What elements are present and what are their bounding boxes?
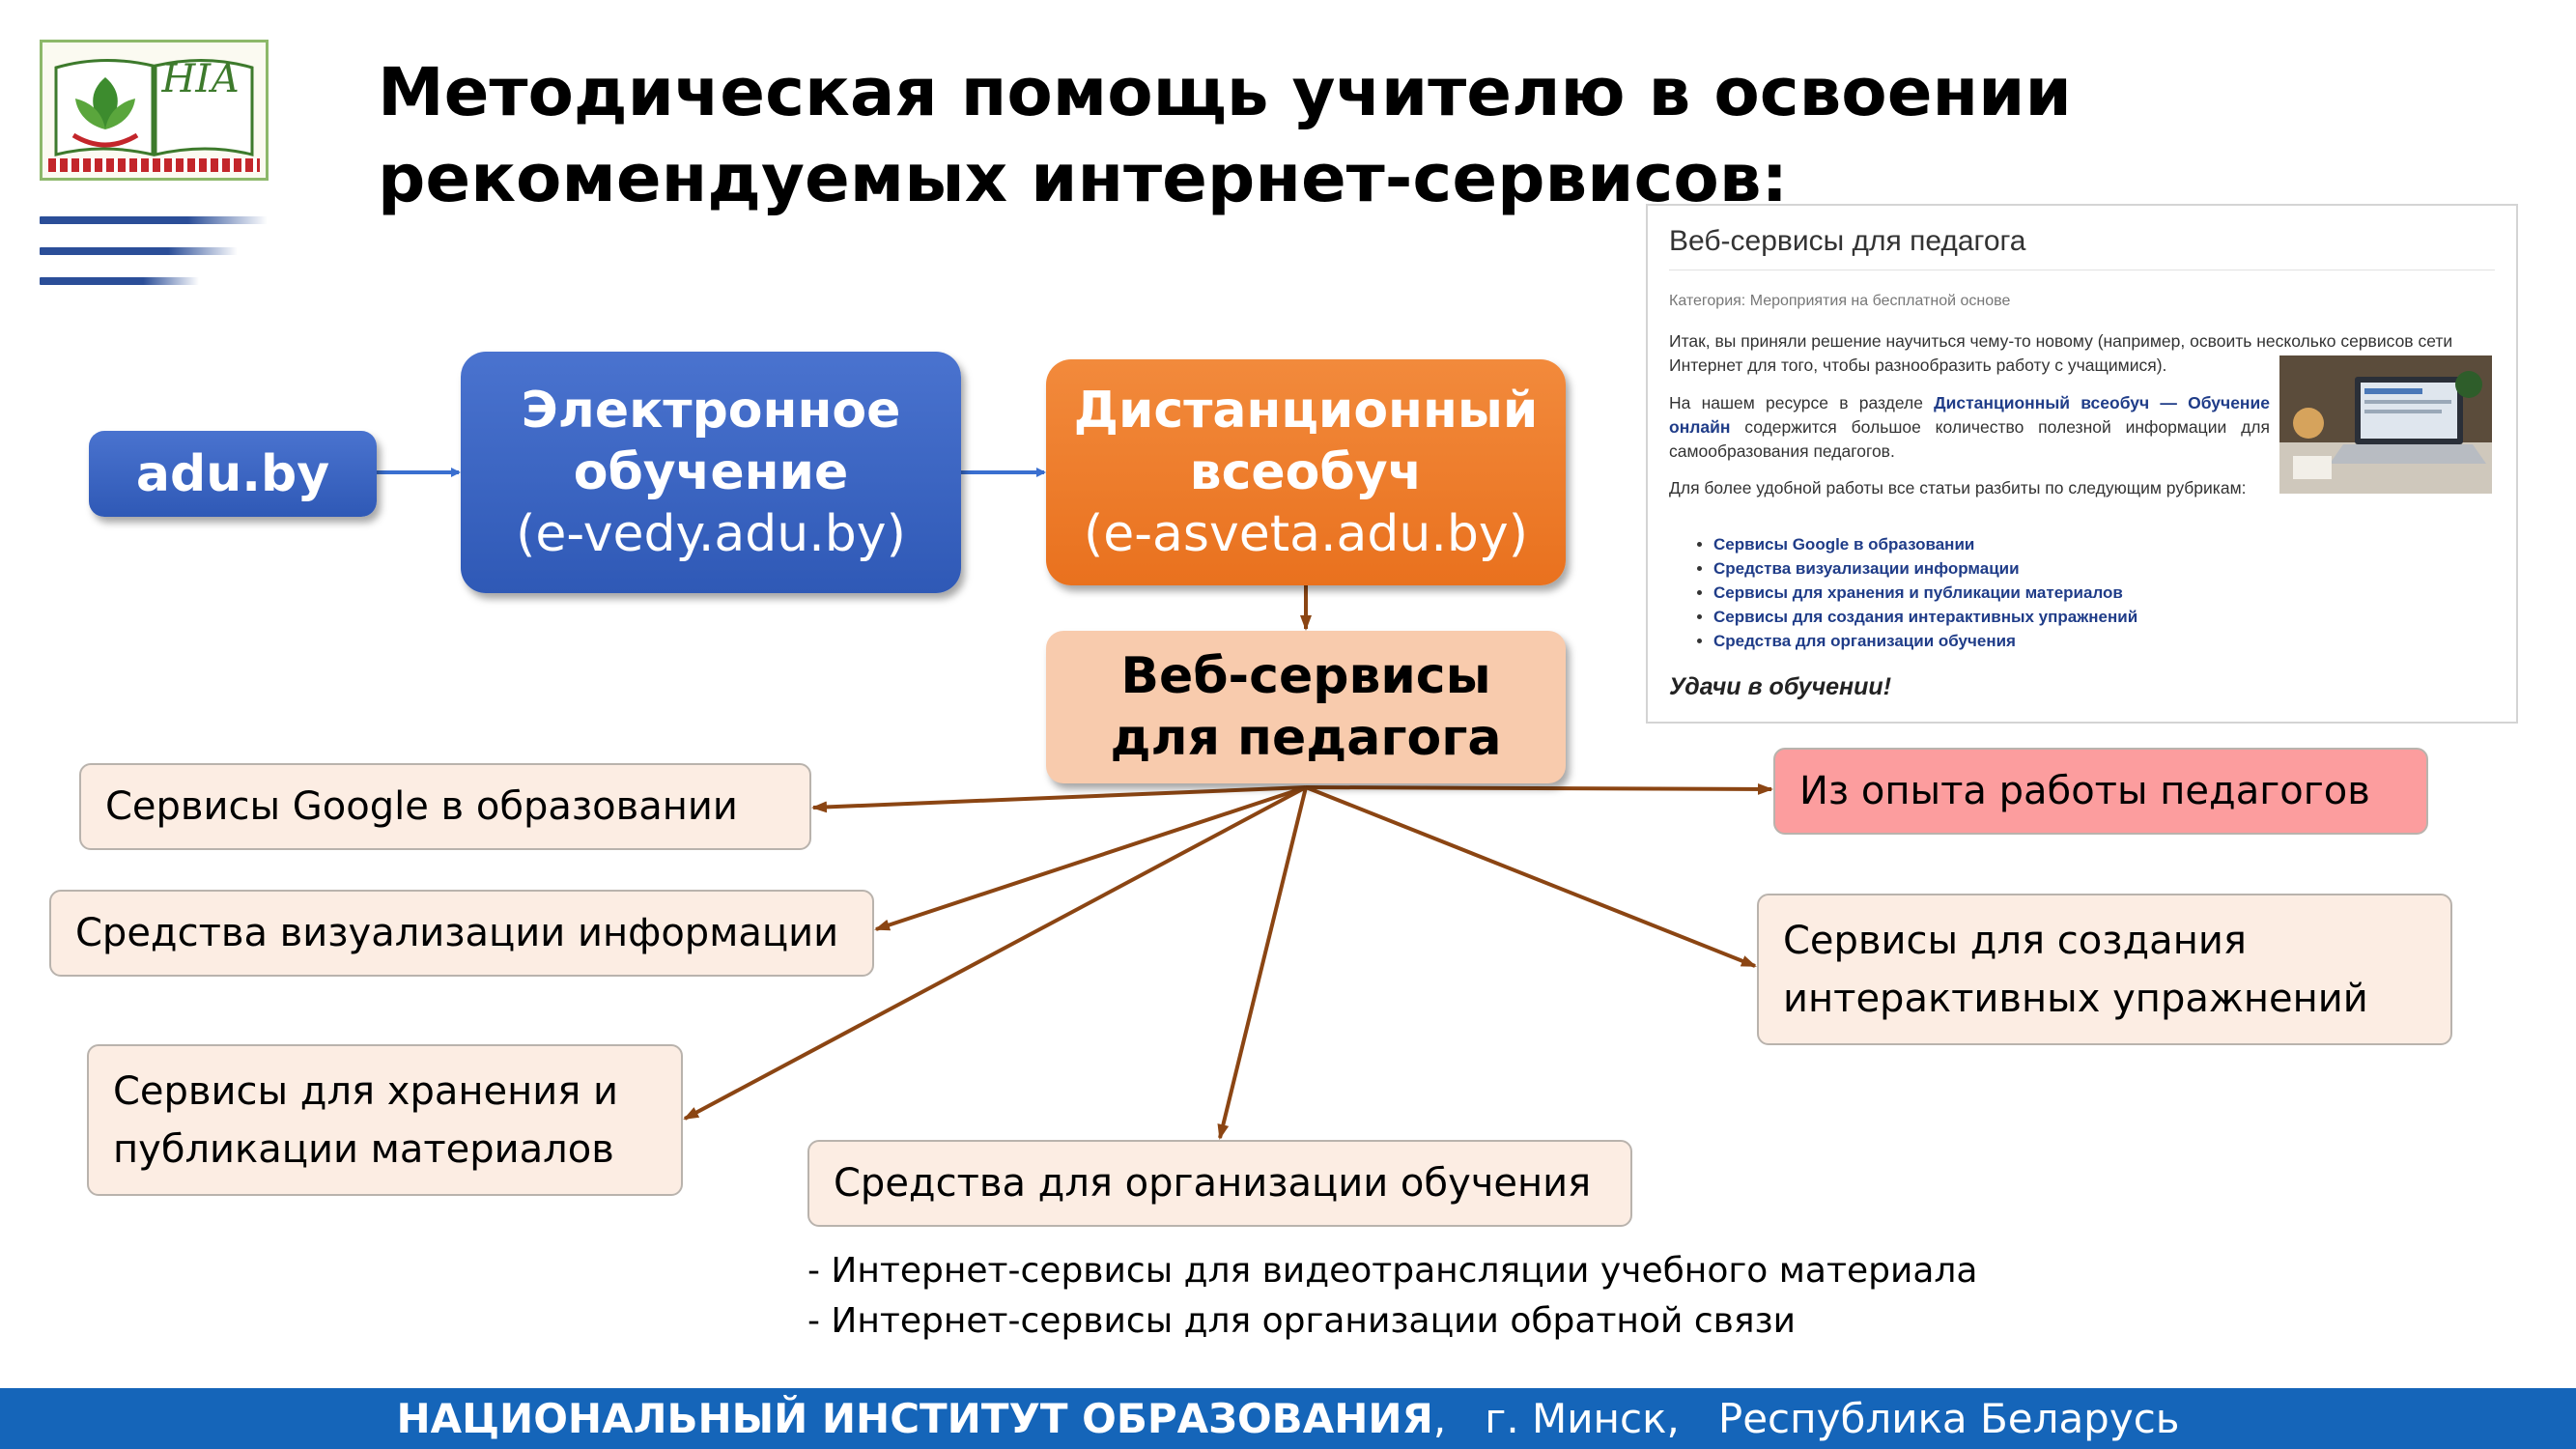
category-teacher-experience[interactable]: Из опыта работы педагогов [1773, 748, 2428, 835]
category-label: Средства для организации обучения [834, 1161, 1592, 1206]
snapshot-section-link[interactable]: Дистанционный всеобуч — Обучение онлайн [1669, 393, 2270, 437]
logo-monogram: НІА [161, 57, 241, 101]
web-services-title: для педагога [1110, 709, 1502, 767]
category-label: Из опыта работы педагогов [1799, 769, 2370, 813]
organization-tools-notes: - Интернет-сервисы для видеотрансляции у… [807, 1246, 2063, 1347]
snapshot-title: Веб-сервисы для педагога [1669, 225, 2026, 257]
snapshot-category: Категория: Мероприятия на бесплатной осн… [1669, 293, 2011, 309]
web-services-box[interactable]: Веб-сервисы для педагога [1046, 631, 1566, 783]
category-label: Сервисы для создания интерактивных упражн… [1783, 912, 2368, 1028]
category-label-line: публикации материалов [113, 1126, 614, 1172]
open-book-icon [54, 58, 254, 156]
slide-title-line: рекомендуемых интернет-сервисов: [378, 140, 1789, 217]
category-label: Сервисы для хранения и публикации материа… [113, 1063, 618, 1179]
category-visualization-tools[interactable]: Средства визуализации информации [49, 890, 874, 977]
decor-stripe [40, 247, 238, 255]
arrow-to-google [811, 785, 1307, 813]
category-label: Сервисы Google в образовании [105, 784, 738, 829]
footer-bar: НАЦИОНАЛЬНЫЙ ИНСТИТУТ ОБРАЗОВАНИЯ, г. Ми… [0, 1388, 2576, 1449]
category-label: Средства визуализации информации [75, 911, 839, 955]
web-services-title: Веб-сервисы [1120, 647, 1491, 705]
category-storage-services[interactable]: Сервисы для хранения и публикации материа… [87, 1044, 683, 1196]
snapshot-link-list: Сервисы Google в образовании Средства ви… [1688, 532, 2137, 653]
arrow-to-organization [1217, 786, 1308, 1140]
category-label-line: Сервисы для хранения и [113, 1068, 619, 1114]
logo-ornament [48, 158, 260, 172]
snapshot-link-organization[interactable]: Средства для организации обучения [1713, 629, 2137, 653]
distance-education-box[interactable]: Дистанционный всеобуч (e-asveta.adu.by) [1046, 359, 1566, 585]
decor-stripe [40, 277, 199, 285]
distance-education-url: (e-asveta.adu.by) [1084, 505, 1528, 563]
category-label-line: интерактивных упражнений [1783, 976, 2368, 1021]
footer-location: , г. Минск, Республика Беларусь [1432, 1395, 2180, 1442]
snapshot-text: содержится большое количество полезной и… [1669, 417, 2270, 461]
slide-title: Методическая помощь учителю в освоении р… [378, 50, 2213, 222]
laptop-desk-photo [2279, 355, 2492, 494]
arrow-to-visualization [874, 785, 1307, 931]
category-organization-tools[interactable]: Средства для организации обучения [807, 1140, 1632, 1227]
note-item: - Интернет-сервисы для организации обрат… [807, 1301, 1797, 1341]
e-learning-box[interactable]: Электронное обучение (e-vedy.adu.by) [461, 352, 961, 593]
snapshot-link-visualization[interactable]: Средства визуализации информации [1713, 556, 2137, 581]
web-page-screenshot: Веб-сервисы для педагога Категория: Меро… [1646, 204, 2518, 724]
decor-stripe [40, 216, 268, 224]
arrow-to-experience [1305, 782, 1773, 795]
category-label-line: Сервисы для создания [1783, 918, 2247, 963]
e-learning-title: Электронное [521, 382, 901, 440]
snapshot-text: На нашем ресурсе в разделе [1669, 393, 1935, 412]
note-item: - Интернет-сервисы для видеотрансляции у… [807, 1251, 1978, 1291]
snapshot-link-interactive[interactable]: Сервисы для создания интерактивных упраж… [1713, 605, 2137, 629]
category-interactive-exercises[interactable]: Сервисы для создания интерактивных упражн… [1757, 894, 2452, 1045]
snapshot-link-storage[interactable]: Сервисы для хранения и публикации матери… [1713, 581, 2137, 605]
snapshot-paragraph: Итак, вы приняли решение научиться чему-… [1669, 331, 2453, 375]
adu-by-label: adu.by [135, 444, 330, 503]
laptop-icon [2279, 355, 2492, 494]
e-learning-title: обучение [573, 443, 849, 501]
arrow-to-interactive [1305, 785, 1757, 968]
e-learning-url: (e-vedy.adu.by) [516, 505, 906, 563]
snapshot-closing: Удачи в обучении! [1669, 673, 1892, 700]
institute-logo: НІА [40, 40, 269, 181]
distance-education-title: Дистанционный [1073, 382, 1539, 440]
snapshot-paragraph: На нашем ресурсе в разделе Дистанционный… [1669, 391, 2270, 464]
slide-title-line: Методическая помощь учителю в освоении [378, 54, 2072, 131]
footer-organization: НАЦИОНАЛЬНЫЙ ИНСТИТУТ ОБРАЗОВАНИЯ [396, 1395, 1433, 1442]
distance-education-title: всеобуч [1189, 443, 1423, 501]
snapshot-paragraph: Для более удобной работы все статьи разб… [1669, 478, 2247, 497]
adu-by-box[interactable]: adu.by [89, 431, 377, 517]
snapshot-link-google[interactable]: Сервисы Google в образовании [1713, 532, 2137, 556]
category-google-services[interactable]: Сервисы Google в образовании [79, 763, 811, 850]
